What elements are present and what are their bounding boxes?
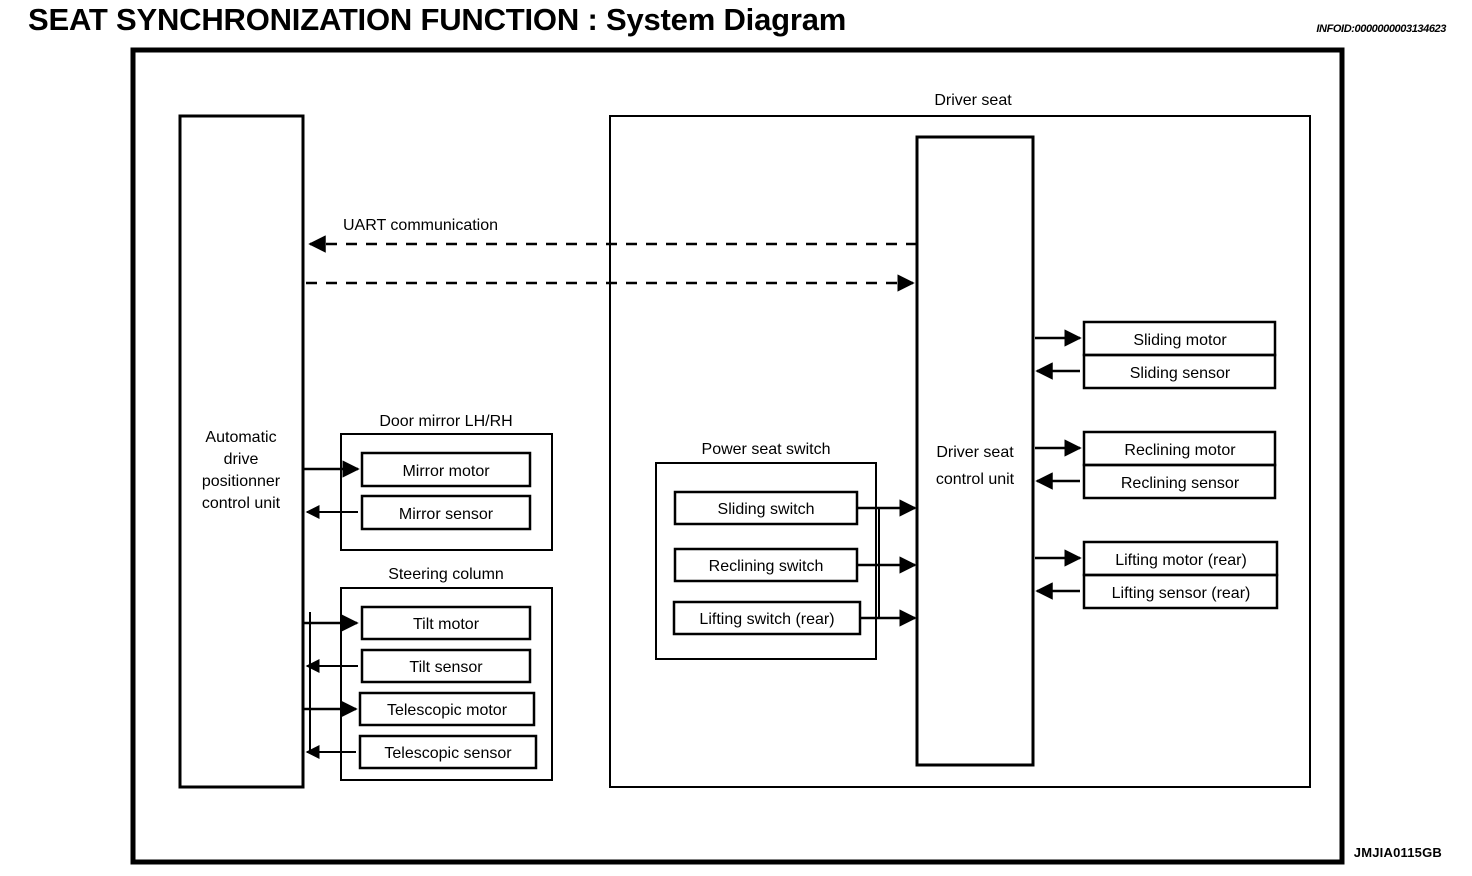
sliding-sensor-box[interactable] xyxy=(1082,353,1277,390)
lifting-switch-rear-label: Lifting switch (rear) xyxy=(699,611,834,628)
telescopic-sensor-box[interactable] xyxy=(358,734,538,770)
sliding-switch-label: Sliding switch xyxy=(718,501,815,518)
tilt-sensor-label: Tilt sensor xyxy=(409,659,483,676)
mirror-sensor-label: Mirror sensor xyxy=(399,506,494,523)
mirror-motor-label: Mirror motor xyxy=(402,463,490,480)
diagram-outer-frame xyxy=(130,47,1345,865)
door-mirror-group-box xyxy=(340,433,553,551)
reclining-sensor-label: Reclining sensor xyxy=(1121,475,1240,492)
telescopic-sensor-label: Telescopic sensor xyxy=(384,745,512,762)
steering-column-group-box xyxy=(340,587,553,781)
sliding-sensor-label: Sliding sensor xyxy=(1130,365,1231,382)
tilt-motor-box[interactable] xyxy=(360,605,532,641)
tilt-sensor-box[interactable] xyxy=(360,648,532,684)
driver-seat-control-unit-box[interactable] xyxy=(915,135,1035,767)
reclining-sensor-box[interactable] xyxy=(1082,463,1277,500)
power-seat-switch-group-box xyxy=(655,462,877,660)
figure-code-label: JMJIA0115GB xyxy=(1353,845,1442,860)
apcu-label-line-0: Automatic xyxy=(205,429,276,446)
steering-column-group-label: Steering column xyxy=(388,566,504,583)
driver-seat-group-label: Driver seat xyxy=(934,92,1012,109)
tilt-motor-label: Tilt motor xyxy=(413,616,480,633)
lifting-sensor-rear-label: Lifting sensor (rear) xyxy=(1112,585,1251,602)
mirror-sensor-box[interactable] xyxy=(360,494,532,531)
automatic-drive-positionner-control-unit-box[interactable] xyxy=(178,114,305,789)
telescopic-motor-box[interactable] xyxy=(358,691,536,727)
page-title: SEAT SYNCHRONIZATION FUNCTION : System D… xyxy=(28,2,847,37)
infoid-label: INFOID:0000000003134623 xyxy=(1316,23,1446,35)
apcu-label-line-2: positionner xyxy=(202,473,281,490)
door-mirror-group-label: Door mirror LH/RH xyxy=(379,413,512,430)
mirror-motor-box[interactable] xyxy=(360,451,532,488)
lifting-sensor-rear-box[interactable] xyxy=(1082,573,1279,610)
lifting-motor-rear-label: Lifting motor (rear) xyxy=(1115,552,1247,569)
power-seat-switch-group-label: Power seat switch xyxy=(702,441,831,458)
apcu-label-line-1: drive xyxy=(224,451,259,468)
driver-seat-group-box xyxy=(609,115,1311,788)
sliding-motor-label: Sliding motor xyxy=(1133,332,1227,349)
dscu-label-line-0: Driver seat xyxy=(936,444,1014,461)
apcu-label-line-3: control unit xyxy=(202,495,281,512)
telescopic-motor-label: Telescopic motor xyxy=(387,702,508,719)
uart-communication-label: UART communication xyxy=(343,217,498,234)
dscu-label-line-1: control unit xyxy=(936,471,1015,488)
reclining-motor-label: Reclining motor xyxy=(1124,442,1236,459)
reclining-switch-label: Reclining switch xyxy=(709,558,824,575)
